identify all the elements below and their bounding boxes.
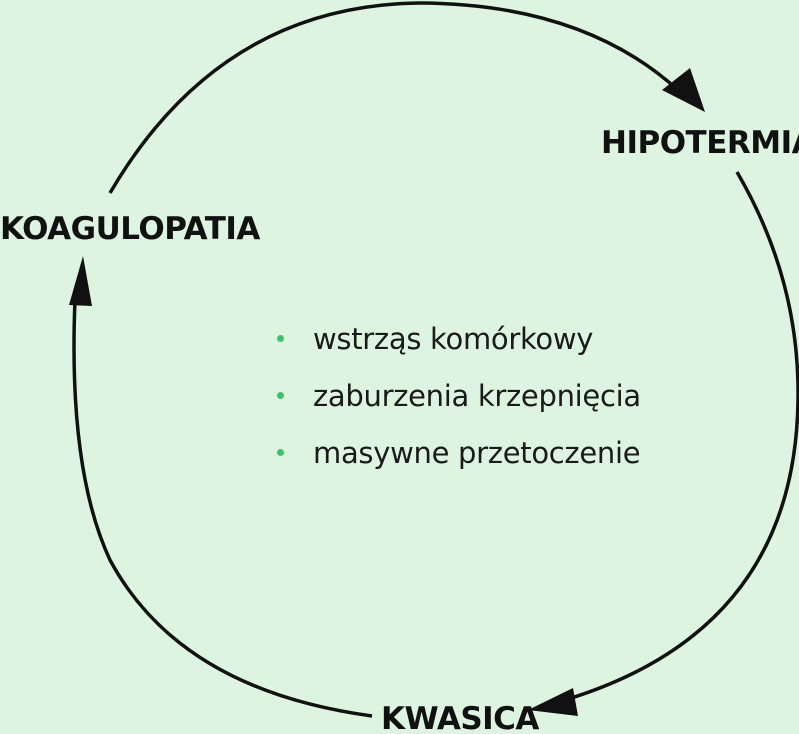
contributing-factors-list: wstrząs komórkowy zaburzenia krzepnięcia… <box>270 310 641 481</box>
arrow-hipotermia-to-kwasica <box>564 171 799 702</box>
arrow-koagulopatia-to-hipotermia <box>108 1 682 194</box>
arrow-kwasica-to-koagulopatia <box>72 299 373 718</box>
node-hipotermia: HIPOTERMIA <box>601 125 799 161</box>
arrowhead-kwasica <box>528 688 578 716</box>
node-kwasica: KWASICA <box>381 701 539 734</box>
factor-label: masywne przetoczenie <box>313 435 641 470</box>
bullet-icon <box>277 392 284 399</box>
node-koagulopatia: KOAGULOPATIA <box>0 211 260 247</box>
list-item: masywne przetoczenie <box>270 424 641 481</box>
list-item: zaburzenia krzepnięcia <box>270 367 641 424</box>
factor-label: zaburzenia krzepnięcia <box>313 378 641 413</box>
bullet-icon <box>277 449 284 456</box>
arrowhead-hipotermia <box>662 68 705 112</box>
factor-label: wstrząs komórkowy <box>313 321 594 356</box>
arrowhead-koagulopatia <box>69 256 92 306</box>
list-item: wstrząs komórkowy <box>270 310 641 367</box>
bullet-icon <box>277 335 284 342</box>
